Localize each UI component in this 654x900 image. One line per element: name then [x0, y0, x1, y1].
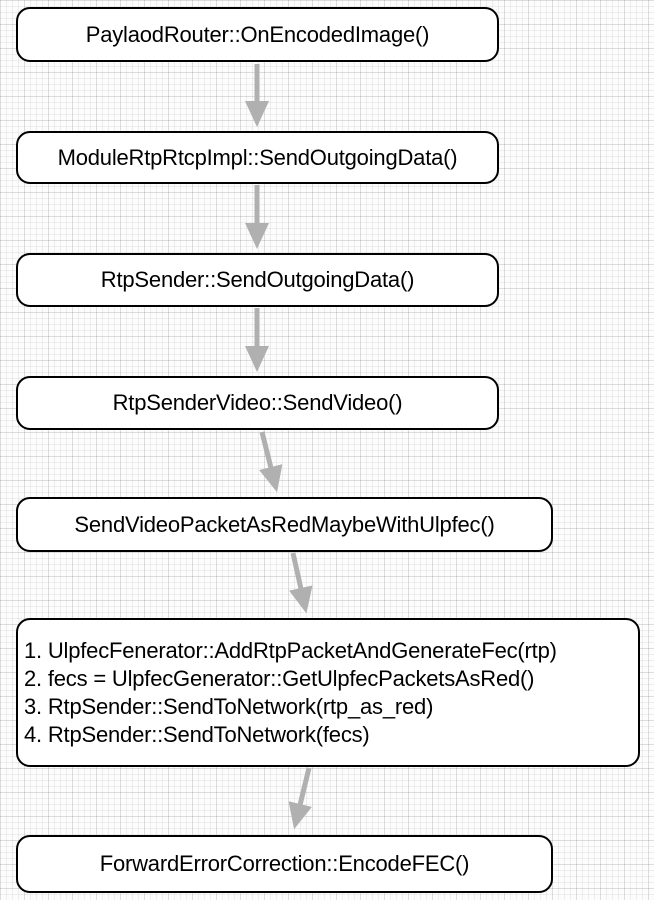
node-rtp-sender-video: RtpSenderVideo::SendVideo() [16, 376, 499, 430]
node-payload-router: PaylaodRouter::OnEncodedImage() [16, 7, 499, 62]
node-ulpfec-steps: 1. UlpfecFenerator::AddRtpPacketAndGener… [16, 618, 640, 767]
node-module-rtp-rtcp-impl: ModuleRtpRtcpImpl::SendOutgoingData() [16, 131, 499, 184]
node-forward-error-correction: ForwardErrorCorrection::EncodeFEC() [16, 835, 553, 893]
step-line-1: 1. UlpfecFenerator::AddRtpPacketAndGener… [24, 637, 557, 663]
node-label: PaylaodRouter::OnEncodedImage() [85, 21, 430, 47]
node-label: ForwardErrorCorrection::EncodeFEC() [99, 851, 470, 876]
node-label: RtpSender::SendOutgoingData() [100, 267, 415, 292]
node-label: RtpSenderVideo::SendVideo() [112, 390, 403, 415]
step-line-3: 3. RtpSender::SendToNetwork(rtp_as_red) [24, 693, 434, 719]
step-line-2: 2. fecs = UlpfecGenerator::GetUlpfecPack… [24, 665, 535, 691]
node-rtp-sender: RtpSender::SendOutgoingData() [16, 253, 499, 307]
step-line-4: 4. RtpSender::SendToNetwork(fecs) [24, 721, 370, 747]
arrow-5 [289, 552, 313, 614]
arrow-4 [259, 431, 283, 493]
node-label: ModuleRtpRtcpImpl::SendOutgoingData() [57, 144, 458, 170]
node-send-video-packet: SendVideoPacketAsRedMaybeWithUlpfec() [16, 497, 553, 552]
arrow-6 [288, 767, 312, 830]
node-label: SendVideoPacketAsRedMaybeWithUlpfec() [74, 511, 495, 537]
